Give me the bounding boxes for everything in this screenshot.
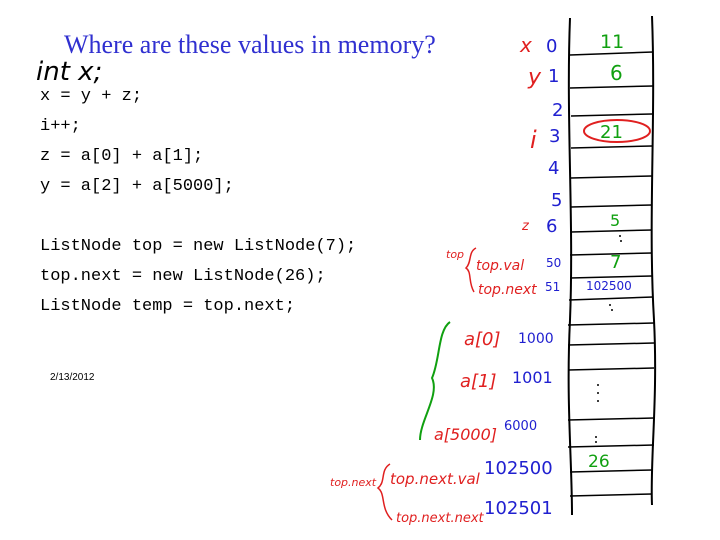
value-top-val: 7 (610, 252, 621, 273)
memory-row-lines (567, 51, 655, 497)
memory-left-edge (567, 17, 573, 516)
label-a5000: a[5000] (434, 425, 497, 444)
code-line-7: ListNode temp = top.next; (40, 297, 296, 316)
address-102500: 102500 (484, 458, 553, 479)
slide-date: 2/13/2012 (50, 372, 95, 383)
address-50: 50 (546, 256, 561, 270)
label-topnext-val: top.next.val (390, 470, 481, 488)
code-line-6: top.next = new ListNode(26); (40, 267, 326, 286)
value-i: 21 (600, 122, 623, 143)
value-top-next-val: 26 (588, 452, 610, 472)
label-top: top (446, 248, 464, 261)
var-x-label: x (519, 33, 532, 57)
code-line-1: x = y + z; (40, 87, 143, 106)
code-line-4: y = a[2] + a[5000]; (40, 177, 234, 196)
address-5: 5 (551, 190, 562, 211)
address-102501: 102501 (484, 498, 553, 519)
handwritten-decl: int x; (36, 57, 102, 87)
brace-top (464, 247, 477, 293)
var-z-label: z (521, 219, 530, 234)
address-1: 1 (548, 66, 559, 87)
value-x: 11 (600, 31, 624, 53)
slide-title: Where are these values in memory? (64, 30, 436, 59)
label-topnext-outer: top.next (330, 476, 377, 489)
code-line-2: i++; (40, 117, 81, 136)
label-top-next: top.next (478, 282, 537, 298)
code-line-5: ListNode top = new ListNode(7); (40, 237, 357, 256)
memory-right-edge (650, 15, 657, 506)
label-a1: a[1] (460, 371, 497, 392)
address-6: 6 (546, 216, 557, 237)
label-topnext-next: top.next.next (396, 511, 485, 526)
value-y: 6 (610, 61, 623, 85)
var-y-label: y (527, 65, 542, 90)
value-z: 5 (610, 211, 620, 230)
address-0: 0 (546, 36, 557, 57)
address-1001: 1001 (512, 368, 553, 387)
address-6000: 6000 (504, 419, 537, 434)
memory-ellipsis-dots (595, 235, 622, 443)
code-line-3: z = a[0] + a[1]; (40, 147, 204, 166)
address-1000: 1000 (518, 331, 554, 347)
value-top-next: 102500 (586, 279, 632, 293)
address-4: 4 (548, 158, 559, 179)
highlight-circle (583, 119, 651, 143)
address-3: 3 (549, 126, 560, 147)
label-top-val: top.val (476, 258, 524, 274)
label-a0: a[0] (464, 329, 501, 350)
brace-array (419, 321, 451, 441)
var-i-label: i (530, 126, 537, 154)
address-2: 2 (552, 100, 563, 121)
brace-topnext (376, 463, 393, 521)
address-51: 51 (545, 280, 560, 294)
